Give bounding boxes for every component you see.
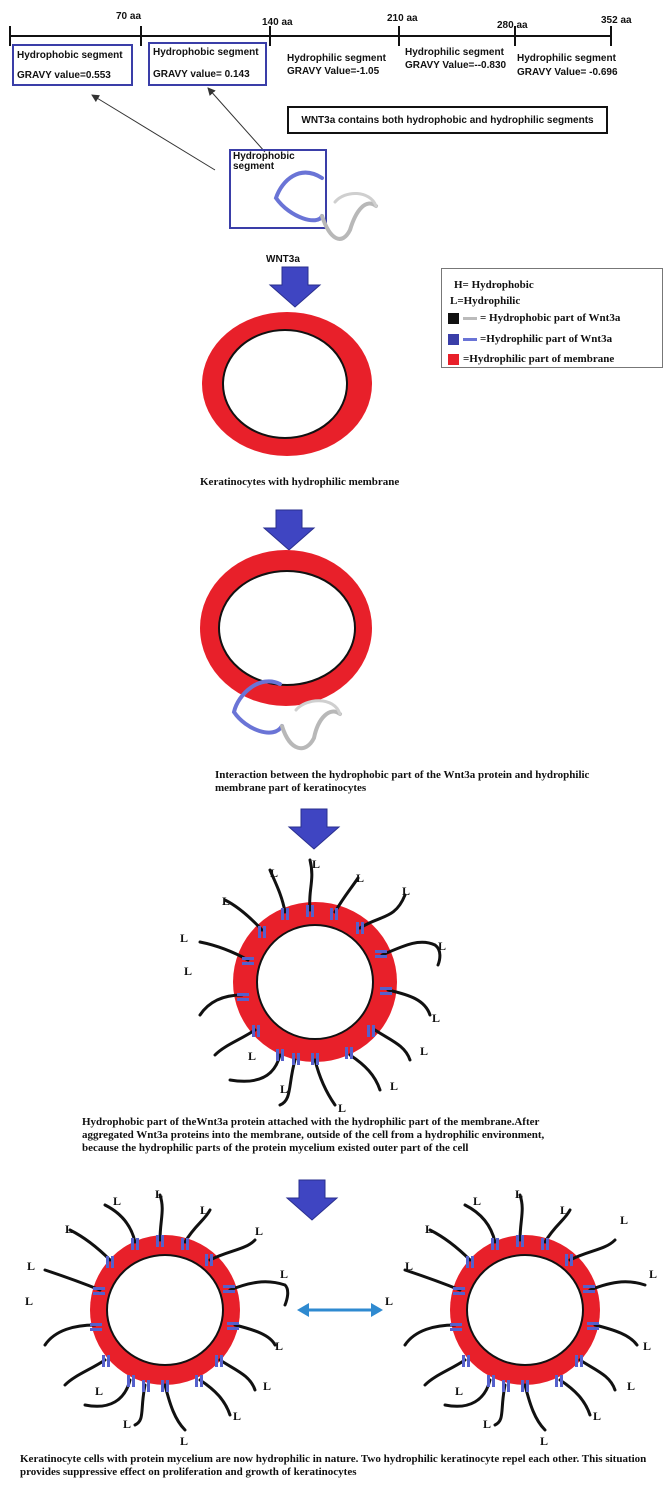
legend: H= Hydrophobic L=Hydrophilic = Hydrophob… bbox=[441, 268, 663, 368]
tail-label: L bbox=[425, 1222, 433, 1236]
legend-row-hydrophobic: = Hydrophobic part of Wnt3a bbox=[448, 312, 620, 324]
caption-step-2: Interaction between the hydrophobic part… bbox=[215, 769, 595, 795]
segment-4-title: Hydrophilic segment bbox=[405, 47, 504, 58]
segment-2-title: Hydrophobic segment bbox=[153, 47, 259, 58]
tail-label: L bbox=[233, 1409, 241, 1423]
segment-1-title: Hydrophobic segment bbox=[17, 50, 123, 61]
caption-step-4: Keratinocyte cells with protein mycelium… bbox=[20, 1453, 650, 1479]
caption-step-3: Hydrophobic part of theWnt3a protein att… bbox=[82, 1116, 552, 1155]
tail-label: L bbox=[593, 1409, 601, 1423]
tail-label: L bbox=[180, 1434, 188, 1448]
protein-name-label: WNT3a bbox=[266, 254, 300, 265]
tail-label: L bbox=[432, 1011, 440, 1025]
cell-interior bbox=[467, 1255, 583, 1365]
tail-label: L bbox=[405, 1259, 413, 1273]
tail-label: L bbox=[385, 1294, 393, 1308]
wnt3a-protein-diagram bbox=[0, 80, 663, 270]
cell-interior bbox=[223, 330, 347, 438]
tail-label: L bbox=[338, 1101, 346, 1115]
tail-label: L bbox=[263, 1379, 271, 1393]
segment-4-gravy: GRAVY Value=--0.830 bbox=[405, 60, 506, 71]
segment-5-title: Hydrophilic segment bbox=[517, 53, 616, 64]
tail-label: L bbox=[184, 964, 192, 978]
hydrophobic-segment-label: Hydrophobic segment bbox=[233, 152, 303, 172]
tail-label: L bbox=[438, 939, 446, 953]
tail-label: L bbox=[627, 1379, 635, 1393]
tail-label: L bbox=[280, 1267, 288, 1281]
tail-label: L bbox=[270, 866, 278, 880]
caption-step-1: Keratinocytes with hydrophilic membrane bbox=[200, 476, 399, 489]
tail-label: L bbox=[27, 1259, 35, 1273]
grey-strand-icon bbox=[463, 317, 477, 320]
tail-label: L bbox=[455, 1384, 463, 1398]
pointer-arrow-1 bbox=[92, 95, 215, 170]
black-swatch-icon bbox=[448, 313, 459, 324]
pointer-arrow-2 bbox=[208, 88, 265, 152]
tail-label: L bbox=[390, 1079, 398, 1093]
tail-label: L bbox=[248, 1049, 256, 1063]
cell-interior bbox=[107, 1255, 223, 1365]
segment-3-title: Hydrophilic segment bbox=[287, 53, 386, 64]
tail-label: L bbox=[123, 1417, 131, 1431]
tail-label: L bbox=[25, 1294, 33, 1308]
tail-label: L bbox=[275, 1339, 283, 1353]
tail-label: L bbox=[312, 857, 320, 871]
tail-label: L bbox=[255, 1224, 263, 1238]
segment-5-gravy: GRAVY Value= -0.696 bbox=[517, 67, 618, 78]
tail-label: L bbox=[515, 1187, 523, 1201]
tail-label: L bbox=[356, 871, 364, 885]
keratinocyte-cell-3: L L L L L L L L L L L L L L bbox=[170, 850, 470, 1120]
legend-h-line: H= Hydrophobic bbox=[454, 279, 534, 291]
tail-label: L bbox=[483, 1417, 491, 1431]
tail-label: L bbox=[420, 1044, 428, 1058]
repel-arrow-icon bbox=[295, 1300, 385, 1320]
ruler-tick-210: 210 aa bbox=[387, 13, 418, 24]
keratinocyte-cell-4-right: L L L L L L L L L L L L L L bbox=[375, 1180, 663, 1450]
down-arrow-3-icon bbox=[287, 807, 341, 851]
blue-strand-icon bbox=[463, 338, 477, 341]
tail-label: L bbox=[113, 1194, 121, 1208]
down-arrow-2-icon bbox=[262, 508, 316, 552]
tail-label: L bbox=[643, 1339, 651, 1353]
cell-interior bbox=[257, 925, 373, 1039]
keratinocyte-cell-1 bbox=[190, 305, 390, 465]
tail-label: L bbox=[222, 894, 230, 908]
blue-swatch-icon bbox=[448, 334, 459, 345]
tail-label: L bbox=[402, 884, 410, 898]
ruler-tick-280: 280 aa bbox=[497, 20, 528, 31]
segment-2-gravy: GRAVY value= 0.143 bbox=[153, 69, 250, 80]
legend-row-membrane: =Hydrophilic part of membrane bbox=[448, 353, 614, 365]
tail-label: L bbox=[95, 1384, 103, 1398]
legend-l-line: L=Hydrophilic bbox=[450, 295, 520, 307]
ruler-tick-70: 70 aa bbox=[116, 11, 141, 22]
tail-label: L bbox=[65, 1222, 73, 1236]
keratinocyte-cell-2 bbox=[190, 548, 390, 768]
tail-label: L bbox=[155, 1187, 163, 1201]
tail-label: L bbox=[620, 1213, 628, 1227]
tail-label: L bbox=[649, 1267, 657, 1281]
tail-label: L bbox=[560, 1203, 568, 1217]
tail-label: L bbox=[540, 1434, 548, 1448]
tail-label: L bbox=[180, 931, 188, 945]
down-arrow-1-icon bbox=[268, 265, 322, 309]
red-swatch-icon bbox=[448, 354, 459, 365]
segment-3-gravy: GRAVY Value=-1.05 bbox=[287, 66, 379, 77]
keratinocyte-cell-4-left: L L L L L L L L L L L L L L bbox=[5, 1180, 305, 1450]
ruler-tick-140: 140 aa bbox=[262, 17, 293, 28]
hydrophilic-part-shape bbox=[282, 711, 340, 748]
hydrophobic-part-shape bbox=[276, 173, 322, 221]
tail-label: L bbox=[473, 1194, 481, 1208]
hydrophilic-part-shape bbox=[322, 203, 376, 238]
tail-label: L bbox=[280, 1082, 288, 1096]
cell-interior bbox=[219, 571, 355, 685]
sequence-ruler bbox=[0, 0, 663, 50]
ruler-tick-352: 352 aa bbox=[601, 15, 632, 26]
legend-row-hydrophilic-wnt: =Hydrophilic part of Wnt3a bbox=[448, 333, 612, 345]
tail-label: L bbox=[200, 1203, 208, 1217]
